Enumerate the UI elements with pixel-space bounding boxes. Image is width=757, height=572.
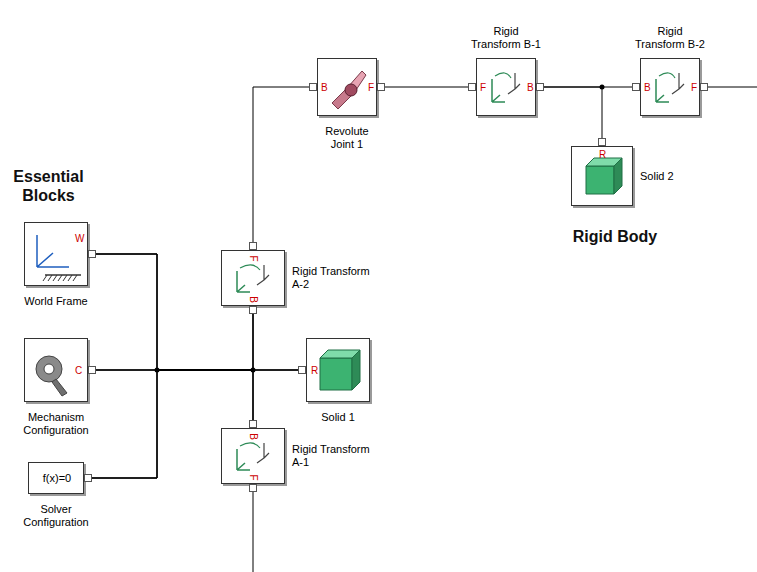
group-band: FBRigid Transform A-2RSolid 1BFRigid Tra… [202, 222, 402, 568]
connection-line [377, 87, 476, 88]
group-band: Rigid BodyRigid Transform B-1FBRigid Tra… [443, 5, 757, 215]
block-caption: Rigid Transform B-1 [469, 25, 543, 51]
group-band: B F Revolute Joint 1 [280, 36, 443, 152]
port-letter: F [691, 82, 697, 93]
block-caption: Solid 2 [640, 170, 700, 183]
port-square [468, 83, 476, 91]
port-letter: W [75, 233, 84, 244]
port-letter: F [248, 255, 259, 261]
block-icon: BFRigid Transform A-1 [221, 428, 285, 484]
port-square [249, 242, 257, 250]
port-square [249, 306, 257, 314]
group-heading: Essential Blocks [5, 167, 92, 205]
block-caption: Mechanism Configuration [13, 411, 99, 437]
port-square [88, 366, 96, 374]
block-caption: Solid 1 [306, 411, 370, 424]
port-letter: F [248, 474, 259, 480]
port-square [249, 484, 257, 492]
port-square [632, 83, 640, 91]
block-icon: BFRevolute Joint 1 [317, 58, 377, 116]
block-caption: Rigid Transform A-2 [292, 265, 372, 291]
port-letter: F [480, 82, 486, 93]
port-square [700, 83, 708, 91]
block-caption: Revolute Joint 1 [316, 125, 378, 151]
port-square [298, 366, 306, 374]
port-square [249, 420, 257, 428]
port-letter: R [599, 149, 606, 160]
block-caption: World Frame [13, 295, 99, 308]
block-icon: f(x)=0Solver Configuration [28, 462, 84, 494]
block-icon: RSolid 2 [571, 146, 633, 206]
port-letter: C [75, 365, 82, 376]
block-icon: RSolid 1 [306, 338, 370, 402]
block-icon: FBRigid Transform A-2 [221, 250, 285, 306]
connection-line [88, 306, 253, 370]
group-heading: Rigid Body [555, 227, 675, 246]
open-wire [253, 492, 254, 572]
port-square [598, 138, 606, 146]
port-square [309, 83, 317, 91]
block-icon: CMechanism Configuration [24, 338, 88, 402]
open-wire [708, 87, 757, 88]
port-letter: B [644, 82, 651, 93]
block-icon: WWorld Frame [24, 222, 88, 286]
port-letter: f(x)=0 [29, 472, 85, 485]
port-letter: B [248, 433, 259, 440]
port-letter: F [368, 82, 374, 93]
port-letter: R [311, 365, 318, 376]
block-icon: Rigid Transform B-1FB [476, 58, 536, 116]
block-icon: Rigid Transform B-2BF [640, 58, 700, 116]
port-square [536, 83, 544, 91]
port-square [88, 250, 96, 258]
port-square [377, 83, 385, 91]
block-caption: Rigid Transform A-1 [292, 443, 372, 469]
block-caption: Rigid Transform B-2 [633, 25, 707, 51]
connection-line [536, 87, 602, 146]
world-symbol [25, 223, 87, 285]
connection-line [253, 87, 317, 250]
port-letter: B [321, 82, 328, 93]
port-letter: B [248, 296, 259, 303]
port-letter: B [527, 82, 534, 93]
connection-line [88, 370, 253, 428]
group-band: Essential BlocksWWorld FrameCMechanism C… [5, 213, 92, 562]
block-caption: Solver Configuration [13, 503, 99, 529]
port-square [84, 474, 92, 482]
